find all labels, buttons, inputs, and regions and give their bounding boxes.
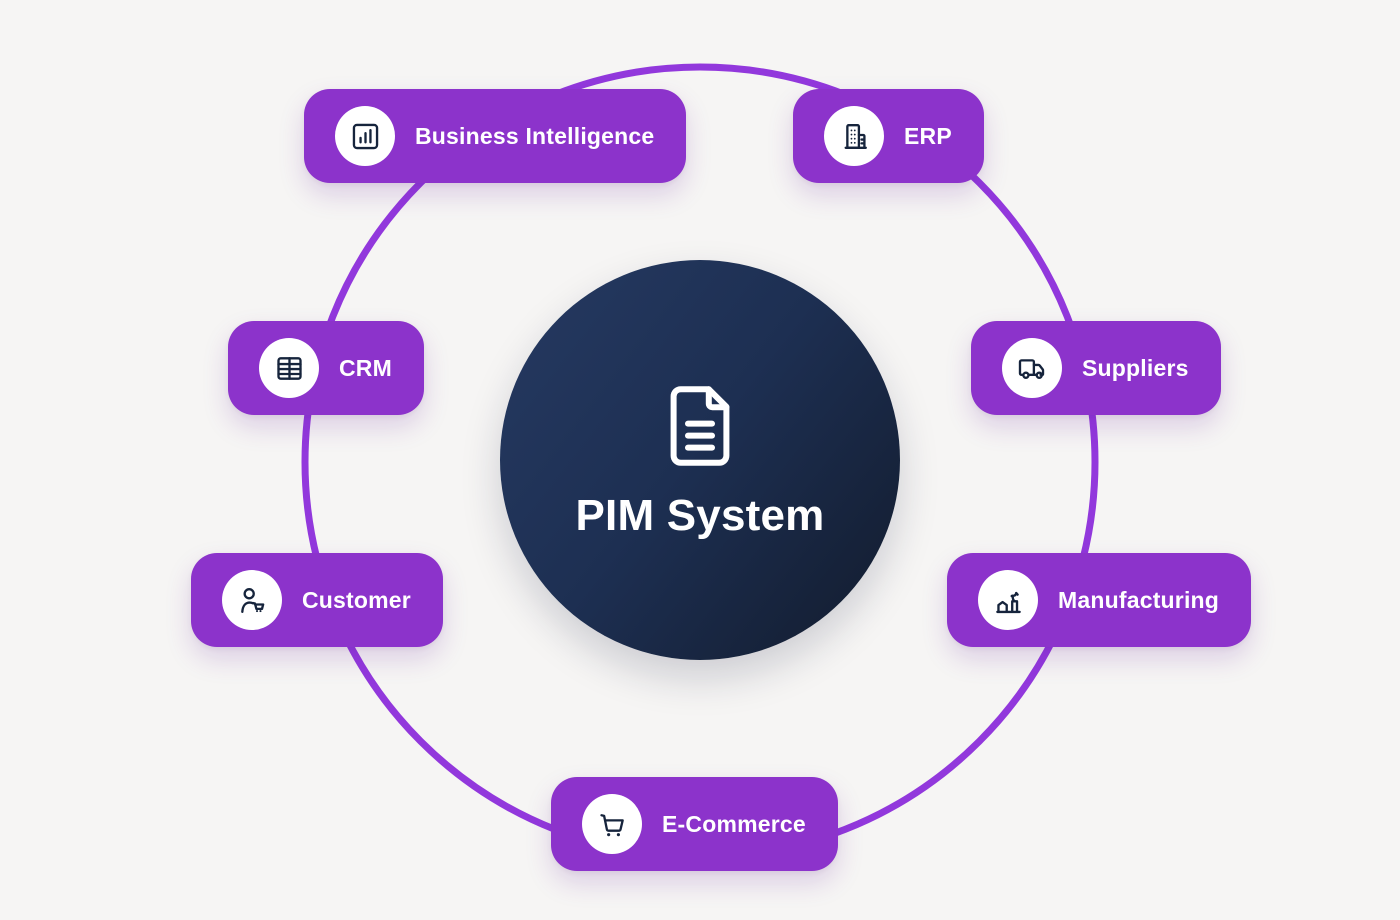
node-customer: Customer — [191, 553, 443, 647]
truck-icon — [1002, 338, 1062, 398]
node-label: CRM — [339, 354, 392, 381]
factory-icon — [978, 570, 1038, 630]
node-label: Customer — [302, 586, 411, 613]
node-label: Business Intelligence — [415, 122, 655, 149]
node-erp: ERP — [793, 89, 984, 183]
file-text-icon — [652, 378, 748, 474]
node-crm: CRM — [228, 321, 424, 415]
node-suppliers: Suppliers — [971, 321, 1221, 415]
shopping-cart-icon — [582, 794, 642, 854]
node-label: ERP — [904, 122, 952, 149]
hub-title: PIM System — [575, 491, 825, 540]
node-manufacturing: Manufacturing — [947, 553, 1252, 647]
node-e-commerce: E-Commerce — [551, 777, 838, 871]
node-label: Manufacturing — [1058, 586, 1220, 613]
person-cart-icon — [222, 570, 282, 630]
building-icon — [824, 106, 884, 166]
bar-chart-icon — [335, 106, 395, 166]
pim-system-hub: PIM System — [500, 260, 900, 660]
table-icon — [259, 338, 319, 398]
node-label: Suppliers — [1082, 354, 1189, 381]
node-label: E-Commerce — [662, 810, 806, 837]
node-business-intelligence: Business Intelligence — [304, 89, 687, 183]
